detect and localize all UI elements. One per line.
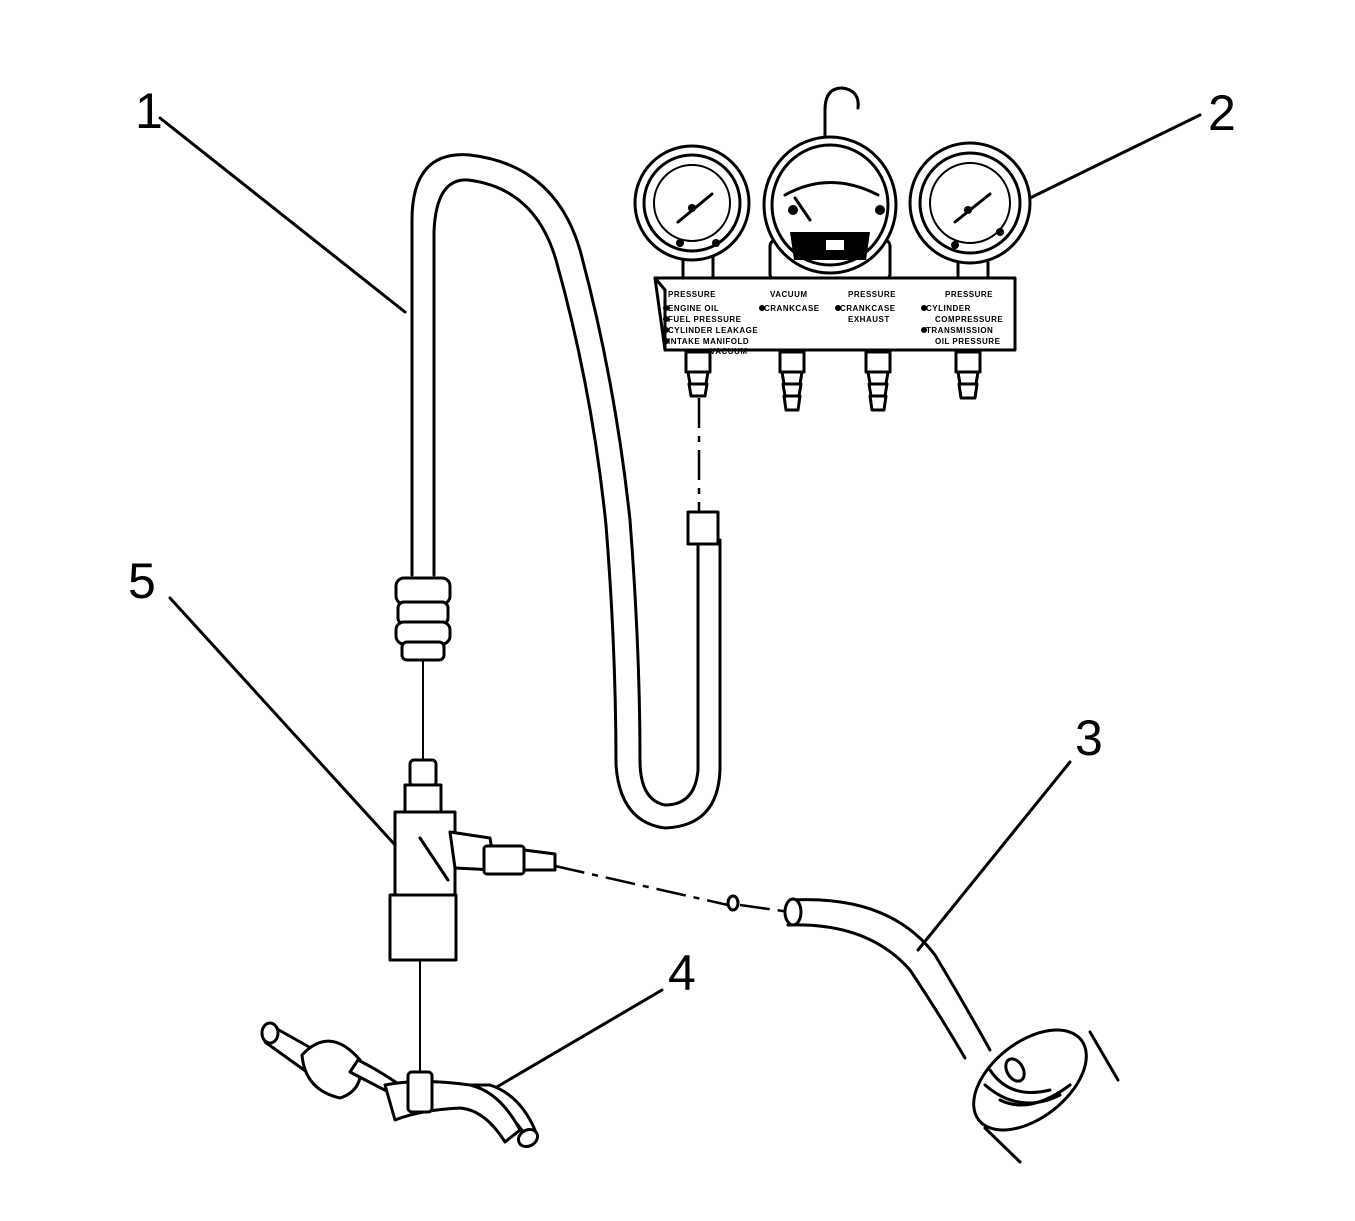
callout-1-leader [158, 116, 407, 314]
hose-end-fitting [686, 510, 720, 546]
callout-3: 3 [916, 710, 1103, 952]
panel-col4-item: OIL PRESSURE [935, 337, 1001, 346]
panel-col1-item: INTAKE MANIFOLD [668, 337, 749, 346]
callout-4-leader [476, 988, 664, 1100]
panel-col1-item: VACUUM [710, 347, 748, 356]
tee-fitting-5 [388, 758, 557, 1072]
funnel [972, 1028, 1120, 1164]
panel-col4-header: PRESSURE [945, 290, 993, 299]
panel-col4-item: COMPRESSURE [935, 315, 1003, 324]
panel-col2-item: CRANKCASE [764, 304, 820, 313]
panel-col4-item: CYLINDER [926, 304, 971, 313]
vacuum-line-4 [260, 1021, 540, 1149]
gauge-set-2: PRESSURE ENGINE OIL FUEL PRESSURE CYLIND… [633, 86, 1032, 512]
callout-2-number: 2 [1208, 85, 1236, 141]
panel-col2-header: VACUUM [770, 290, 808, 299]
hose-3 [783, 897, 992, 1060]
callout-3-leader [916, 760, 1072, 952]
panel-col1-item: CYLINDER LEAKAGE [668, 326, 758, 335]
center-vacuum-gauge [762, 135, 898, 282]
panel-col4-item: TRANSMISSION [926, 326, 993, 335]
quick-coupler [394, 576, 452, 760]
manifold-nipples [684, 350, 982, 412]
callout-3-number: 3 [1075, 710, 1103, 766]
callout-5-number: 5 [128, 553, 156, 609]
right-pressure-gauge [908, 141, 1032, 280]
panel-col1-item: FUEL PRESSURE [668, 315, 742, 324]
callout-5-leader [168, 596, 398, 848]
gauge-manifold-panel: PRESSURE ENGINE OIL FUEL PRESSURE CYLIND… [653, 276, 1017, 356]
panel-col1-header: PRESSURE [668, 290, 716, 299]
callout-2: 2 [1028, 85, 1236, 200]
panel-col3-item: CRANKCASE [840, 304, 896, 313]
callout-5: 5 [128, 553, 398, 848]
panel-col1-item: ENGINE OIL [668, 304, 719, 313]
panel-col3-header: PRESSURE [848, 290, 896, 299]
panel-col3-item: EXHAUST [848, 315, 890, 324]
callout-2-leader [1028, 113, 1202, 200]
callout-1: 1 [135, 83, 407, 314]
callout-4: 4 [476, 945, 696, 1100]
tee-to-hose-line [554, 864, 729, 907]
callout-4-number: 4 [668, 945, 696, 1001]
hose-connector-oring [726, 894, 740, 912]
callout-1-number: 1 [135, 83, 163, 139]
hanger-hook [823, 86, 860, 142]
left-pressure-gauge [633, 144, 751, 280]
hose-1 [410, 153, 722, 830]
